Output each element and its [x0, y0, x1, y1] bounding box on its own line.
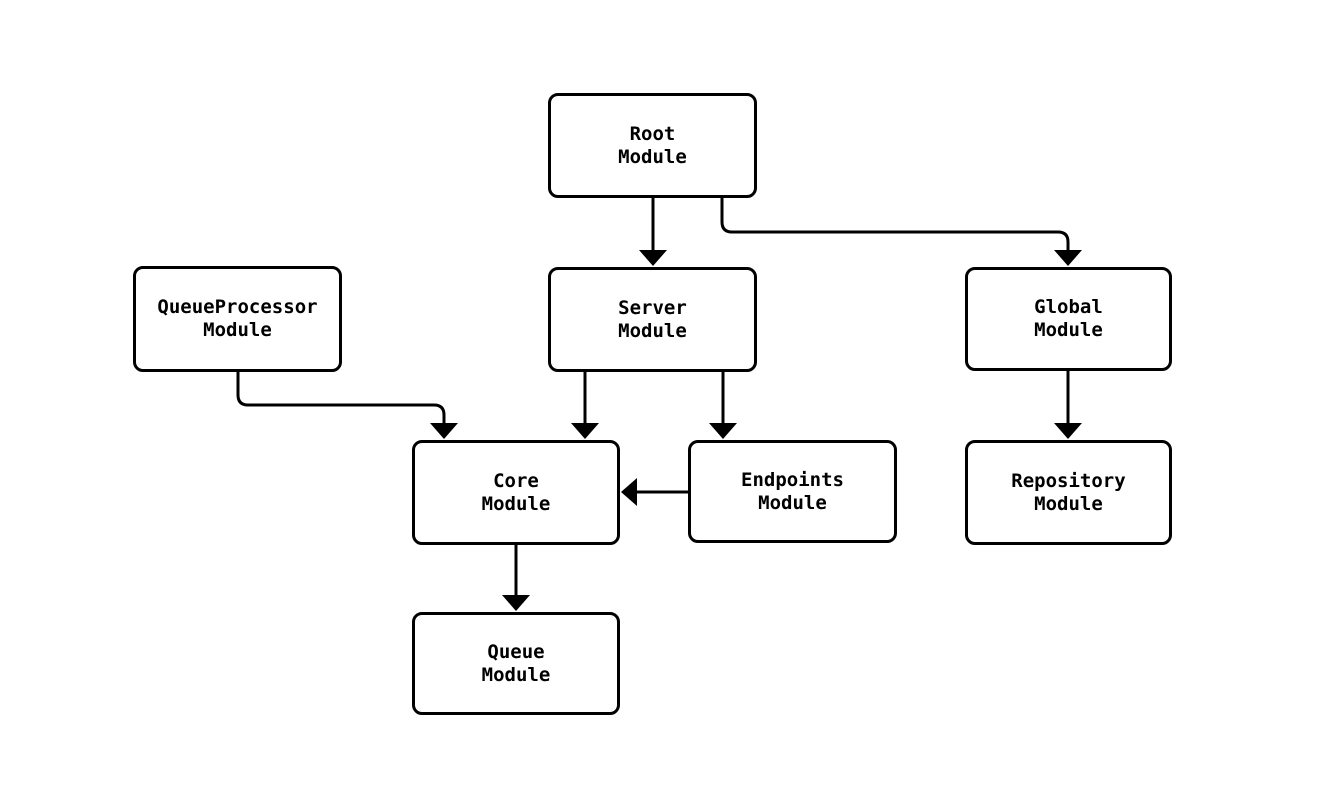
- edge-root-to-global: [720, 196, 1070, 254]
- node-label-line: Server: [618, 296, 687, 319]
- node-label-line: Module: [1034, 319, 1103, 341]
- node-label-line: Repository: [1011, 469, 1126, 492]
- node-label-line: Module: [203, 319, 272, 341]
- node-label-line: Global: [1034, 296, 1103, 318]
- node-label-line: Endpoints: [741, 468, 844, 491]
- arrowhead-root-to-server: [639, 250, 667, 266]
- arrowhead-root-to-global: [1054, 250, 1082, 266]
- arrowhead-server-to-endpoints: [709, 423, 737, 439]
- arrowhead-global-to-repository: [1054, 423, 1082, 439]
- node-label-line: Module: [1034, 492, 1103, 515]
- node-label-line: Module: [481, 663, 551, 686]
- node-label-line: Queue: [487, 640, 545, 663]
- arrowhead-core-to-queue: [502, 595, 530, 611]
- node-label-line: Core: [493, 469, 539, 492]
- arrowhead-endpoints-to-core: [621, 478, 637, 506]
- node-label-line: Module: [618, 145, 687, 168]
- edge-queueprocessor-to-core: [236, 370, 446, 427]
- node-label-line: Module: [481, 492, 551, 515]
- node-label-line: Module: [618, 319, 687, 342]
- node-label-line: QueueProcessor: [157, 296, 318, 318]
- arrowhead-server-to-core: [571, 423, 599, 439]
- node-label-line: Root: [629, 122, 676, 145]
- node-label-line: Module: [758, 491, 827, 514]
- arrowhead-queueprocessor-to-core: [430, 423, 458, 439]
